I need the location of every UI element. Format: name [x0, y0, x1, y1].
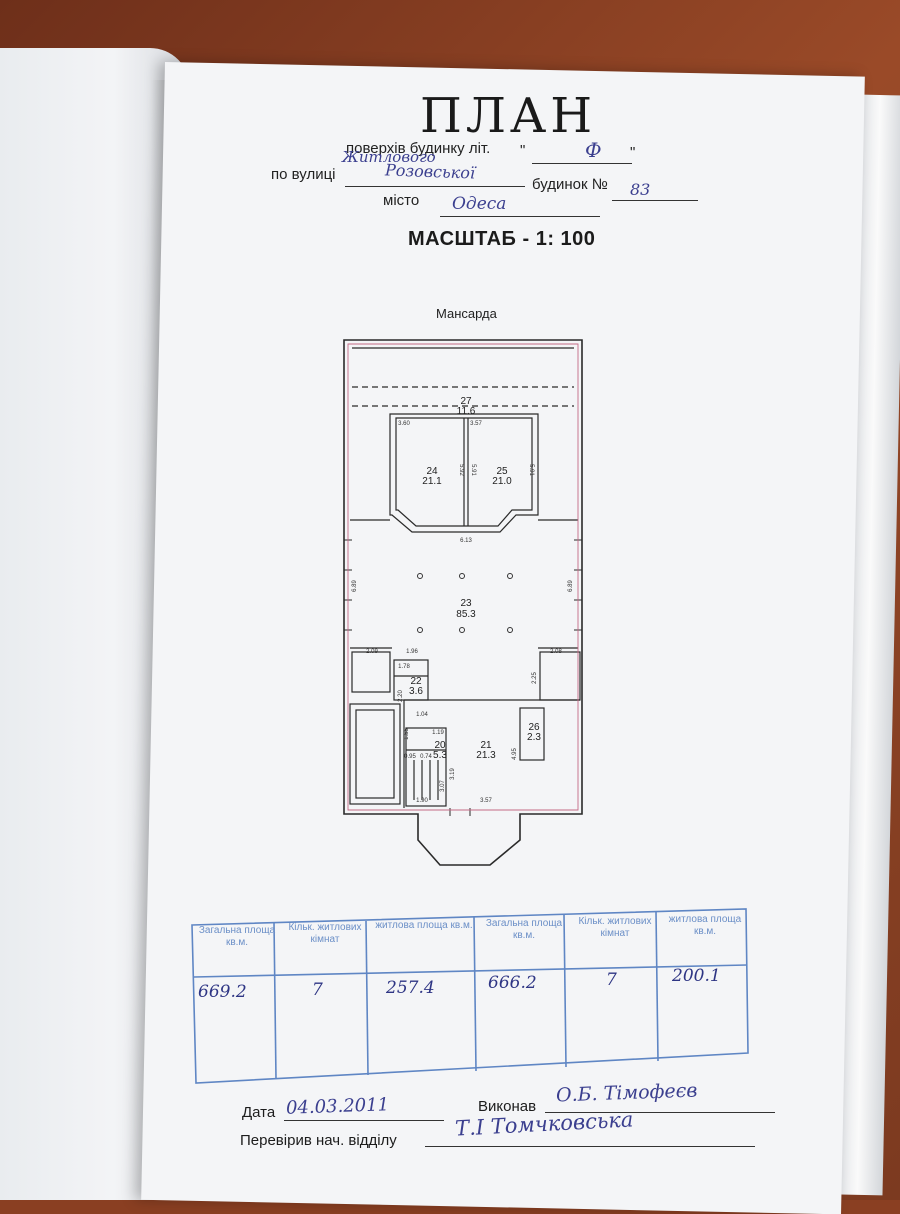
- dim-label: 1.78: [398, 664, 410, 670]
- table-value: 7: [606, 970, 617, 990]
- table-header: житлова площа кв.м.: [668, 914, 742, 937]
- room-26-number: 26: [528, 722, 540, 733]
- dim-label: 2.25: [532, 672, 538, 684]
- table-header: Загальна площа кв.м.: [198, 925, 276, 948]
- room-26-wall: [519, 707, 545, 761]
- dim-label: 5.91: [528, 464, 534, 476]
- table-value: 257.4: [386, 978, 435, 998]
- room-21-area: 21.3: [476, 750, 496, 761]
- room-23-area: 85.3: [456, 609, 476, 620]
- date-underline: [284, 1120, 444, 1121]
- floors-handwritten-prefix: Житлового: [342, 148, 436, 166]
- floors-quote-open: ": [520, 142, 526, 159]
- room-20-area: 5.3: [433, 750, 447, 761]
- dim-label: 2.08: [550, 649, 562, 655]
- dim-label: 1.04: [416, 712, 428, 718]
- dim-label: 3.07: [440, 780, 446, 792]
- scale-label: МАСШТАБ - 1: 100: [408, 228, 596, 250]
- room-left-storage: [349, 703, 401, 805]
- table-value: 669.2: [198, 982, 247, 1002]
- wall-rooms-24-25-inner: [395, 417, 533, 527]
- floors-quote-close: ": [630, 144, 636, 161]
- table-header: Кільк. житлових кімнат: [288, 922, 362, 945]
- city-underline: [440, 216, 600, 217]
- city-label: місто: [383, 192, 420, 209]
- floor-plan: 27 11.6 24 21.1 25 21.0 23 85.3 22 3.6 2…: [343, 339, 583, 866]
- dim-label: 3.57: [480, 798, 492, 804]
- dim-label: 6.89: [568, 580, 574, 592]
- room-24-area: 21.1: [422, 476, 442, 487]
- document-title: ПЛАН: [420, 88, 597, 144]
- house-underline: [612, 200, 698, 201]
- niche-right: [539, 651, 581, 701]
- area-stamp-table: [191, 908, 749, 1084]
- floors-underline: [532, 163, 632, 164]
- dim-label: 0.74: [420, 754, 432, 760]
- dim-label: 2.09: [366, 649, 378, 655]
- niche-left: [351, 651, 391, 693]
- dim-label: 1.96: [406, 649, 418, 655]
- room-25-area: 21.0: [492, 476, 512, 487]
- room-22-number: 22: [410, 676, 422, 687]
- floor-name: Мансарда: [436, 306, 497, 321]
- room-23-number: 23: [460, 598, 472, 609]
- room-21-number: 21: [480, 740, 492, 751]
- checked-label: Перевірив нач. відділу: [240, 1132, 397, 1149]
- city-value: Одеса: [452, 194, 507, 214]
- outer-wall: [343, 339, 583, 866]
- dim-label: 5.91: [470, 464, 476, 476]
- dim-label: 3.19: [450, 768, 456, 780]
- table-value: 7: [312, 980, 323, 1000]
- room-24-number: 24: [426, 466, 438, 477]
- street-value: Розовської: [384, 160, 476, 183]
- table-header: Загальна площа кв.м.: [485, 918, 563, 941]
- house-label: будинок №: [532, 176, 608, 193]
- executor-underline: [545, 1112, 775, 1113]
- floors-value: Ф: [585, 138, 602, 162]
- house-value: 83: [630, 180, 651, 199]
- room-27-area: 11.6: [457, 406, 476, 417]
- table-header: житлова площа кв.м.: [375, 920, 473, 931]
- room-20-number: 20: [434, 740, 446, 751]
- date-label: Дата: [242, 1104, 276, 1121]
- dim-label: 3.60: [398, 421, 410, 427]
- dim-label: 1.55: [404, 728, 410, 740]
- table-header: Кільк. житлових кімнат: [578, 916, 652, 939]
- dim-label: 6.89: [352, 580, 358, 592]
- street-label: по вулиці: [271, 166, 336, 183]
- street-underline: [345, 186, 525, 187]
- dim-label: 1.19: [432, 730, 444, 736]
- dim-label: 5.92: [458, 464, 464, 476]
- dim-label: 0.95: [404, 754, 416, 760]
- dim-label: 3.57: [470, 421, 482, 427]
- room-27-number: 27: [460, 396, 472, 407]
- table-value: 666.2: [488, 973, 537, 993]
- room-22-area: 3.6: [409, 686, 423, 697]
- checked-underline: [425, 1146, 755, 1147]
- room-25-number: 25: [496, 466, 508, 477]
- executor-label: Виконав: [478, 1098, 537, 1115]
- table-value: 200.1: [672, 966, 721, 986]
- room-20-stair: [405, 727, 447, 807]
- dim-label: 6.13: [460, 538, 472, 544]
- floors-label: поверхів будинку літ.: [346, 140, 491, 157]
- dim-label: 2.20: [398, 690, 404, 702]
- wall-rooms-24-25: [389, 413, 539, 533]
- dim-label: 4.95: [512, 748, 518, 760]
- room-26-area: 2.3: [527, 732, 541, 743]
- dim-label: 1.90: [416, 798, 428, 804]
- date-value: 04.03.2011: [285, 1094, 390, 1119]
